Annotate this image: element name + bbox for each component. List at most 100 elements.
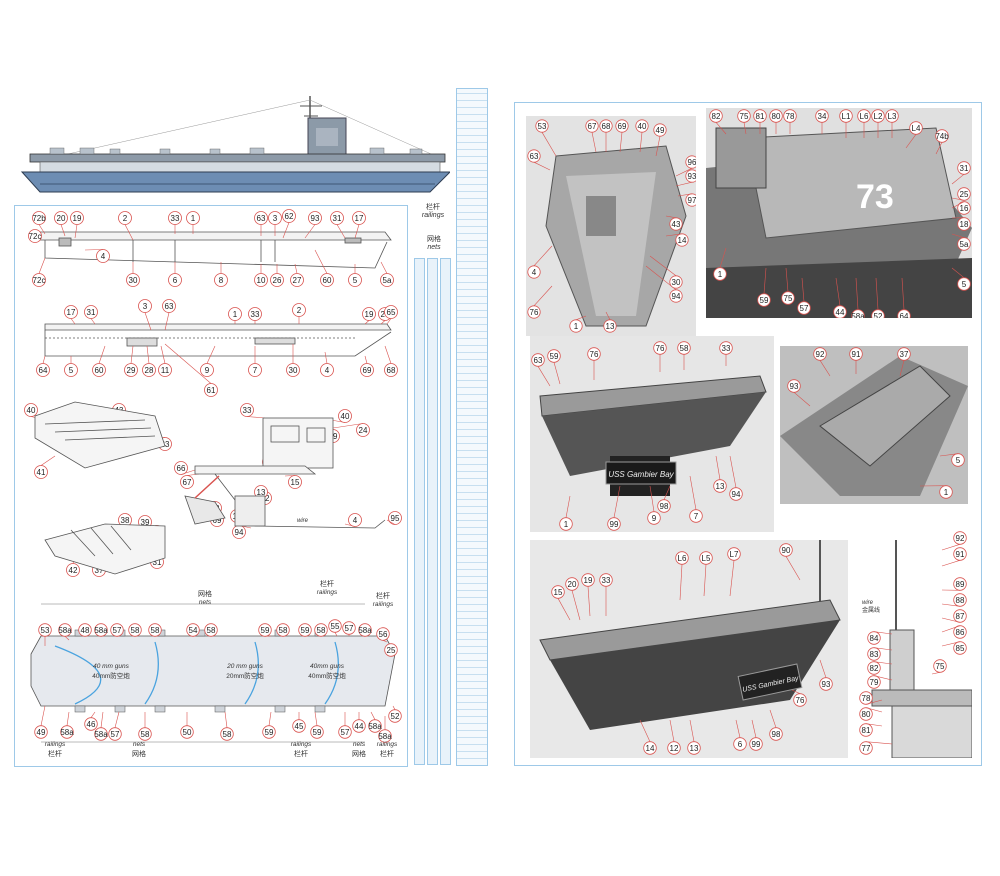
callout-number: 13 [257,488,266,497]
callout-number: L4 [912,124,921,133]
callout-number: 33 [171,214,180,223]
callout-marker [643,741,657,755]
callout-leader [873,675,893,681]
callout-leader [931,672,941,675]
callout-number: 43 [672,220,681,229]
callout-number: 59 [261,626,270,635]
callout-leader [98,345,106,364]
callout-number: 74b [935,132,949,141]
callout-number: 13 [716,482,725,491]
callout-number: 92 [816,350,825,359]
callout-marker [769,727,783,741]
railings-cn-label-bottom-mid: 栏杆 [294,749,308,758]
callout-leader [639,132,643,153]
callout-leader [541,132,557,157]
callout-leader [124,224,134,241]
callout-leader [941,617,961,623]
callout-number: 92 [956,534,965,543]
callout-number: 64 [39,366,48,375]
callout-leader [314,711,318,726]
callout-leader [130,345,134,364]
callout-leader [386,318,392,325]
callout-number: 33 [243,406,252,415]
callout-number: 37 [95,566,104,575]
callout-leader [873,631,893,635]
callout-leader [284,475,296,477]
callout-leader [855,277,859,310]
callout-marker [587,347,601,361]
callout-number: 38 [121,516,130,525]
callout-leader [268,711,272,726]
callout-leader [939,453,959,457]
callout-marker [849,347,863,361]
callout-number: 93 [790,382,799,391]
callout-leader [370,711,376,720]
callout-leader [873,647,893,651]
callout-leader [66,711,70,726]
callout-number: 64 [900,312,909,318]
guns-40-left-cn-label: 40mm防空炮 [92,671,130,680]
callout-leader [763,267,767,294]
callout-leader [84,249,104,251]
callout-marker [581,573,595,587]
callout-leader [715,455,721,480]
callout-marker [527,149,541,163]
callout-marker [78,623,92,637]
nets-en-label-top: nets [199,599,212,606]
callout-number: 1 [233,310,238,319]
callout-number: 42 [69,566,78,575]
callout-leader [729,560,735,597]
callout-marker [585,119,599,133]
callout-marker [933,659,947,673]
callout-number: 99 [752,740,761,749]
callout-number: 81 [862,726,871,735]
railings-en-label-top: railings [317,589,338,596]
nets-cn-label-bottom: 网格 [132,749,146,758]
callout-number: L2 [874,112,883,121]
callout-marker [276,623,290,637]
callout-marker [635,119,649,133]
callout-number: 63 [534,356,543,365]
railings-en-label-bottom: railings [45,741,66,748]
callout-marker [713,267,727,281]
callout-number: 39 [141,518,150,527]
callout-number: 72b [32,214,46,223]
callout-leader [941,544,961,551]
callout-number: 86 [956,628,965,637]
callout-marker [953,531,967,545]
callout-number: 7 [694,512,699,521]
callout-leader [90,318,96,325]
callout-number: 58 [141,730,150,739]
callout-number: 63 [530,152,539,161]
callout-marker [749,737,763,751]
callout-number: 78 [862,694,871,703]
callout-leader [873,661,893,665]
wire-label-left: wire [297,518,309,524]
callout-number: 59 [550,352,559,361]
callout-number: 76 [656,344,665,353]
callout-number: 13 [606,322,615,331]
callout-number: 10 [257,276,266,285]
callout-number: 2 [123,214,128,223]
callout-leader [384,345,392,364]
callout-number: 83 [870,650,879,659]
callout-marker [148,623,162,637]
callout-number: 33 [251,310,260,319]
callout-leader [703,564,707,597]
callout-number: 30 [672,278,681,287]
nets-en-strip-label: nets [427,244,441,251]
callout-marker [384,643,398,657]
callout-number: 28 [145,366,154,375]
callout-number: 62 [285,212,294,221]
callout-marker [793,693,807,707]
callout-number: 25 [960,190,969,199]
callout-number: 56 [379,630,388,639]
railings-cn-label-bottom: 栏杆 [48,749,62,758]
callout-number: 41 [37,468,46,477]
callout-leader [655,136,661,157]
callout-number: 16 [960,204,969,213]
callout-number: 5 [962,280,967,289]
callout-number: 68 [387,366,396,375]
callout-number: 19 [73,214,82,223]
